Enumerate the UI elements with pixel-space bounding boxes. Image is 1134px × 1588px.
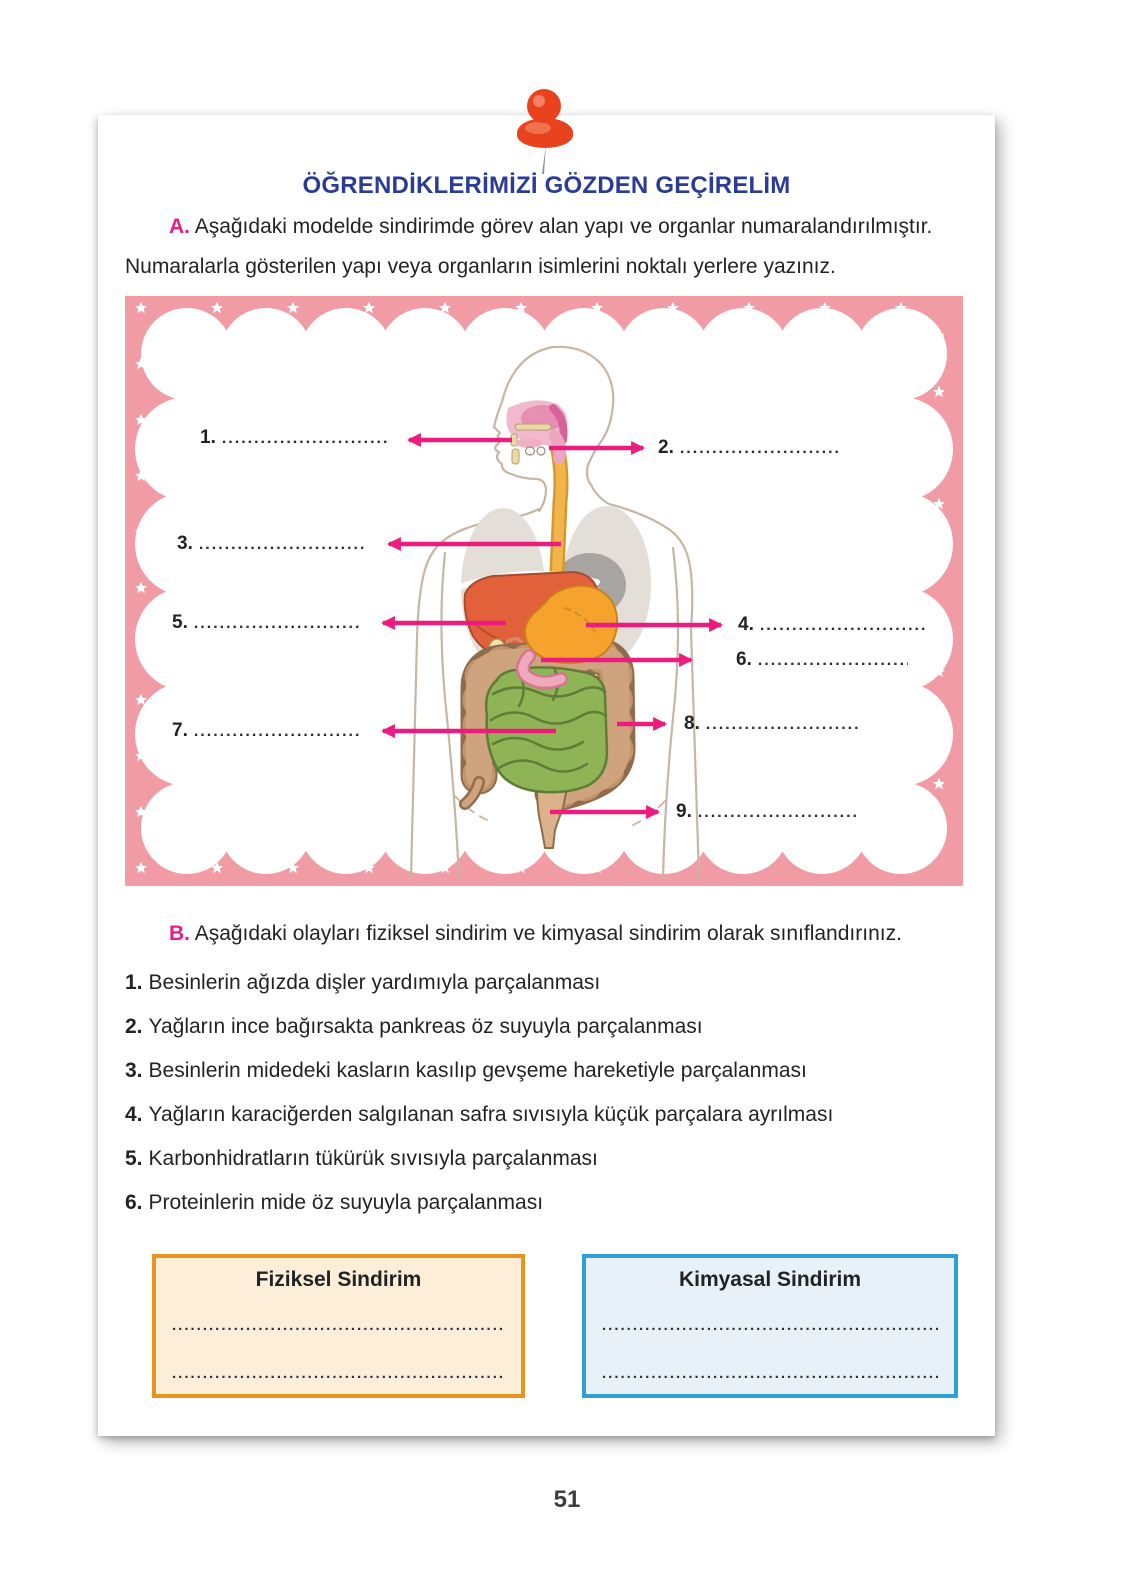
list-item-1: 1.Besinlerin ağızda dişler yardımıyla pa… [125,971,601,994]
digestive-system-illustration [125,296,963,886]
section-a-text: Aşağıdaki modelde sindirimde görev alan … [125,215,933,278]
answer-blank: ........................................ [697,804,856,821]
diagram-label-8: 8.......................................… [684,713,858,735]
section-b-label: B. [169,922,190,945]
diagram-label-9: 9.......................................… [676,801,856,822]
answer-blank: ........................................… [172,1365,505,1382]
page-number: 51 [553,1486,581,1513]
duodenum [516,649,568,690]
answer-blank: ........................................ [757,652,908,669]
answer-blank: ........................................ [193,615,362,632]
list-item-3: 3.Besinlerin midedeki kasların kasılıp g… [125,1059,807,1082]
tooth [524,446,536,456]
list-item-6: 6.Proteinlerin mide öz suyuyla parçalanm… [125,1191,544,1214]
answer-blank: ........................................… [602,1317,938,1334]
answer-blank: ........................................ [221,430,390,447]
palate-bone [514,423,552,431]
pushpin-needle [542,144,546,174]
diagram-label-3: 3.......................................… [177,533,367,554]
answer-blank: ........................................ [705,716,858,733]
answer-blank: ........................................ [759,617,928,634]
pushpin-icon [517,89,573,174]
answer-blank: ........................................… [172,1317,505,1334]
pointer-arrows [380,433,724,819]
section-b-paragraph: B. Aşağıdaki olayları fiziksel sindirim … [125,914,965,954]
answer-blank: ........................................ [198,536,367,553]
tongue [516,438,542,448]
worksheet-sheet: ÖĞRENDİKLERİMİZİ GÖZDEN GEÇİRELİM A. Aşa… [98,115,995,1436]
chemical-digestion-box: Kimyasal Sindirim ......................… [582,1254,958,1398]
section-b-text: Aşağıdaki olayları fiziksel sindirim ve … [194,922,902,945]
rectum [536,787,568,849]
page-title: ÖĞRENDİKLERİMİZİ GÖZDEN GEÇİRELİM [302,172,791,199]
stomach [524,584,619,664]
answer-blank: ........................................ [193,723,362,740]
section-a-label: A. [169,215,190,238]
physical-box-title: Fiziksel Sindirim [255,1268,422,1291]
chemical-box-title: Kimyasal Sindirim [678,1268,862,1291]
diagram-label-7: 7.......................................… [172,720,362,741]
list-item-5: 5.Karbonhidratların tükürük sıvısıyla pa… [125,1147,598,1170]
diagram-label-1: 1.......................................… [200,427,390,448]
diagram-label-6: 6.......................................… [736,649,908,670]
answer-blank: ........................................ [679,440,840,457]
answer-blank: ........................................… [602,1365,938,1382]
diagram-label-4: 4.......................................… [738,614,928,635]
list-item-2: 2.Yağların ince bağırsakta pankreas öz s… [125,1015,703,1038]
diagram-label-5: 5.......................................… [172,612,362,633]
tooth [536,446,546,456]
mouth-interior [506,400,568,465]
diagram-label-2: 2.......................................… [658,437,840,458]
digestive-system-diagram: 1.......................................… [125,296,963,886]
list-item-4: 4.Yağların karaciğerden salgılanan safra… [125,1103,834,1126]
physical-digestion-box: Fiziksel Sindirim ......................… [152,1254,525,1398]
section-a-paragraph: A. Aşağıdaki modelde sindirimde görev al… [125,207,965,287]
